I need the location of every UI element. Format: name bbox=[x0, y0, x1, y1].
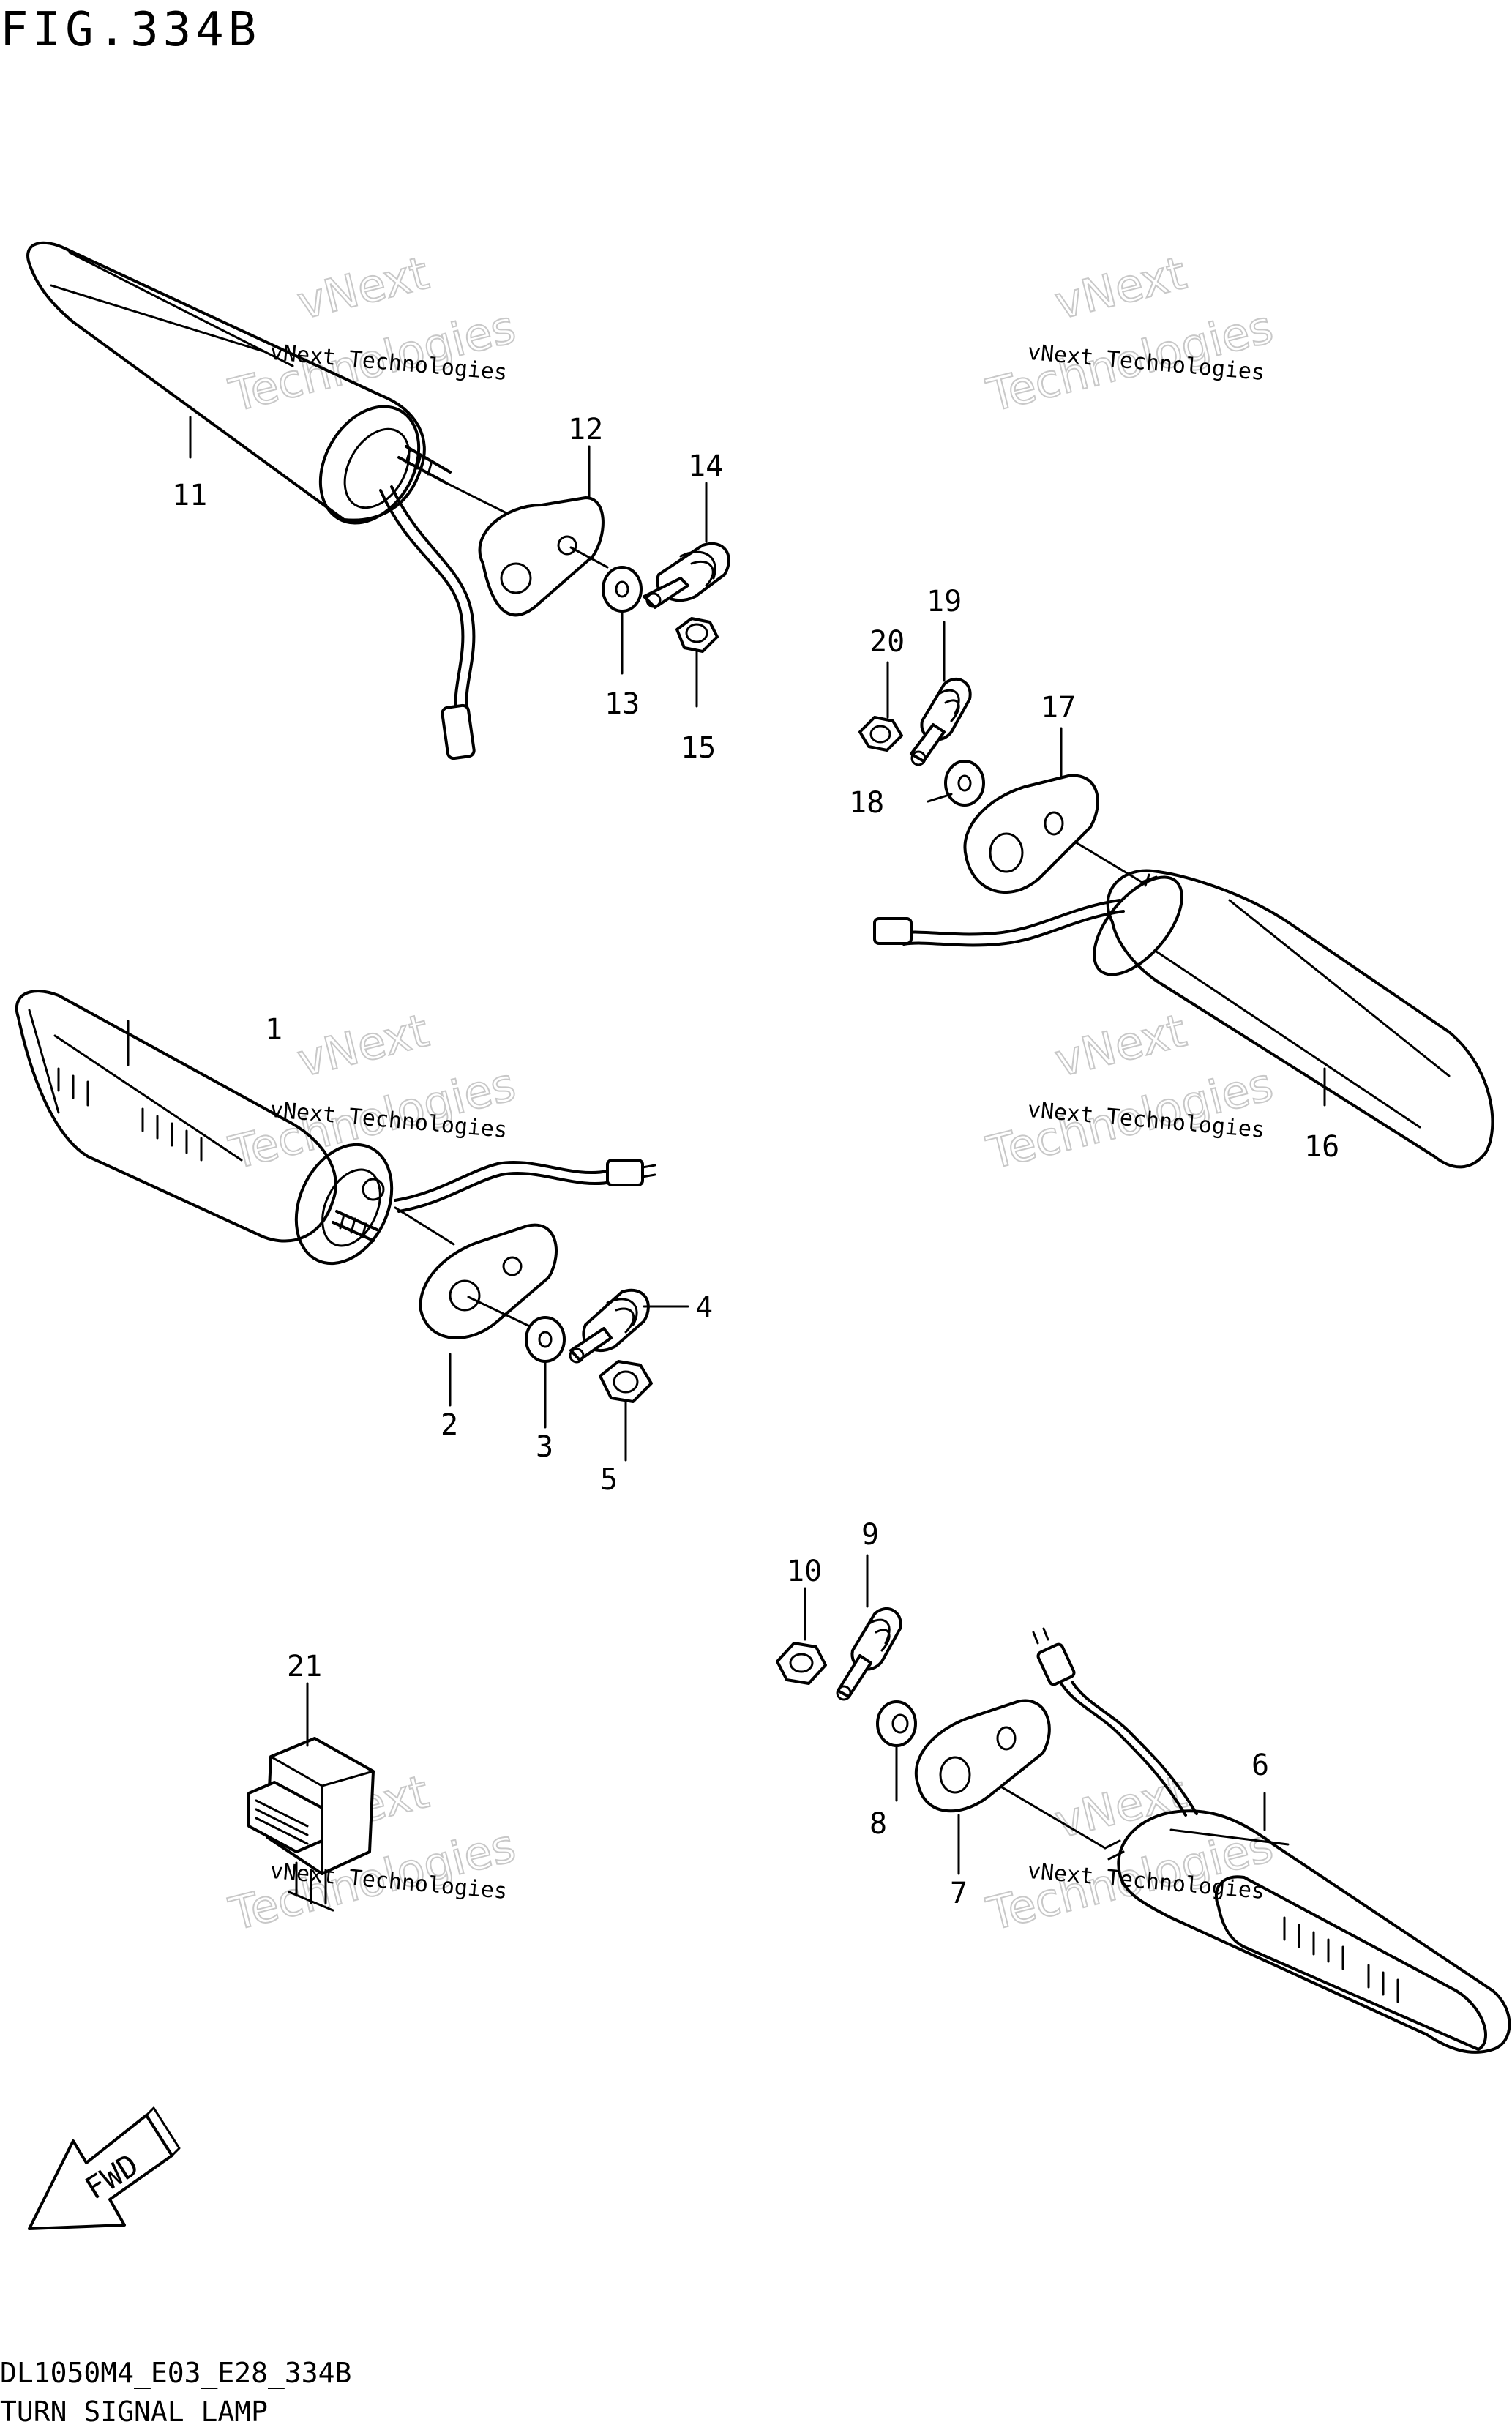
callout-14: 14 bbox=[688, 449, 723, 483]
part-6-lamp bbox=[961, 1627, 1511, 2054]
callout-8: 8 bbox=[869, 1807, 887, 1841]
watermark-top: vNext bbox=[1049, 246, 1191, 330]
callout-6: 6 bbox=[1251, 1749, 1269, 1782]
callout-12: 12 bbox=[568, 413, 603, 446]
watermark: vNext Technologies vNext Technologies vN… bbox=[223, 245, 1279, 1942]
callout-11: 11 bbox=[172, 479, 207, 512]
lamp-ribs bbox=[1283, 1916, 1399, 2003]
part-20-nut bbox=[858, 716, 903, 752]
callout-20: 20 bbox=[869, 625, 905, 659]
part-19-clamp bbox=[910, 677, 972, 766]
callout-7: 7 bbox=[950, 1877, 968, 1910]
part-21-relay bbox=[247, 1737, 375, 1912]
callout-2: 2 bbox=[441, 1408, 458, 1442]
callout-13: 13 bbox=[605, 687, 640, 721]
part-1-lamp bbox=[15, 990, 656, 1266]
leader-lines bbox=[127, 416, 1326, 1875]
fwd-arrow-icon: FWD bbox=[28, 2106, 181, 2230]
part-15-nut bbox=[675, 617, 719, 653]
part-10-nut bbox=[776, 1642, 827, 1685]
watermark-top: vNext bbox=[292, 1003, 433, 1088]
leader-18 bbox=[927, 793, 953, 803]
figure-code: DL1050M4_E03_E28_334B bbox=[0, 2357, 351, 2390]
callout-17: 17 bbox=[1041, 691, 1076, 725]
watermark-top: vNext bbox=[292, 246, 433, 330]
part-11-lamp bbox=[26, 241, 514, 760]
part-3-washer bbox=[525, 1316, 566, 1363]
figure-title: FIG.334B bbox=[0, 3, 261, 57]
part-17-bracket bbox=[963, 774, 1099, 894]
callout-1: 1 bbox=[265, 1013, 282, 1047]
lamp-ribs bbox=[57, 1067, 203, 1162]
callout-15: 15 bbox=[681, 731, 716, 765]
callout-3: 3 bbox=[536, 1430, 553, 1464]
part-7-bracket bbox=[914, 1699, 1051, 1813]
part-12-bracket bbox=[478, 496, 609, 617]
callout-5: 5 bbox=[600, 1463, 618, 1497]
part-2-bracket bbox=[419, 1223, 558, 1339]
callout-10: 10 bbox=[787, 1555, 822, 1588]
part-18-washer bbox=[944, 760, 985, 807]
part-4-clamp bbox=[569, 1288, 650, 1364]
callout-16: 16 bbox=[1304, 1130, 1339, 1164]
part-14-clamp bbox=[643, 542, 730, 609]
part-8-washer bbox=[876, 1700, 917, 1747]
part-13-washer bbox=[602, 566, 643, 613]
callout-18: 18 bbox=[849, 786, 884, 820]
callout-19: 19 bbox=[927, 585, 962, 618]
callout-21: 21 bbox=[287, 1650, 322, 1683]
part-9-clamp bbox=[836, 1607, 902, 1701]
part-5-nut bbox=[599, 1360, 653, 1403]
callout-4: 4 bbox=[695, 1291, 713, 1325]
callout-9: 9 bbox=[861, 1518, 879, 1552]
part-16-lamp bbox=[873, 837, 1494, 1169]
figure-name: TURN SIGNAL LAMP bbox=[0, 2396, 268, 2428]
watermark-top: vNext bbox=[1049, 1003, 1191, 1088]
callouts: 1 2 3 4 5 6 7 8 9 10 11 12 13 14 15 16 1… bbox=[172, 413, 1339, 1910]
